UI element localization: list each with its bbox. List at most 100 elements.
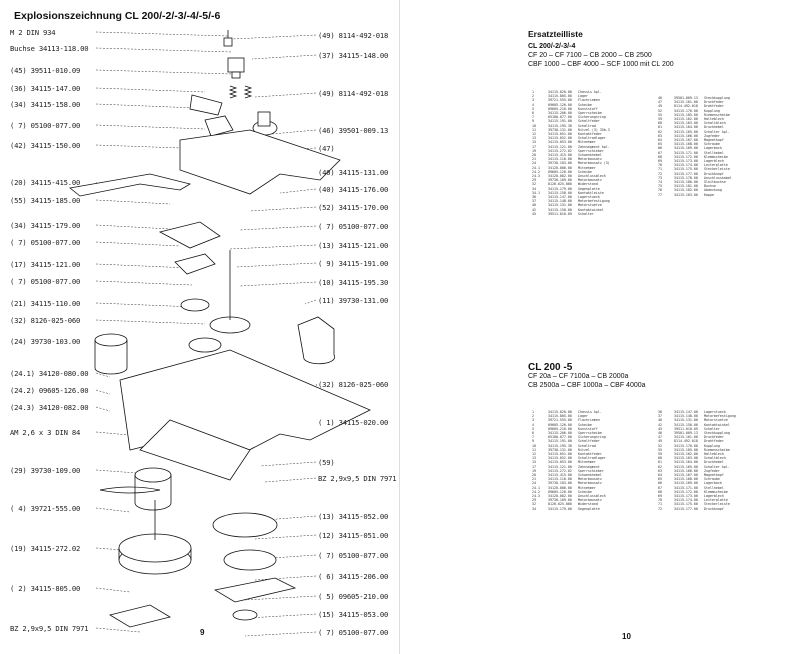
part-number: 34115-185.00 <box>674 447 698 452</box>
part-position: 6 <box>532 111 534 116</box>
part-description: Schalter kpl. <box>704 129 730 134</box>
part-description: Motorbausatz <box>578 477 602 482</box>
part-number: 34115-052.00 <box>548 136 572 141</box>
callout-left: ( 7) 05100-077.00 <box>10 238 81 247</box>
part-number: 34120-080.00 <box>548 165 572 170</box>
part-description: Motorstuetze <box>704 418 728 423</box>
part-number: 09605-126.00 <box>548 422 572 427</box>
part-number: 09605-126.00 <box>548 169 572 174</box>
part-position: 17 <box>532 464 536 469</box>
part-position: 67 <box>658 485 662 490</box>
part-description: Riemenscheibe <box>704 447 730 452</box>
part-description: Schaltfeder <box>578 119 600 124</box>
part-number: 34115-415.00 <box>548 473 572 478</box>
part-position: 6 <box>532 431 534 436</box>
part-position: 45 <box>658 426 662 431</box>
part-description: Klemmscheibe <box>704 154 728 159</box>
part-number: 34115-171.00 <box>674 485 698 490</box>
part-number: 39721-555.00 <box>548 98 572 103</box>
part-description: Kunststoff <box>578 106 598 111</box>
parts-list-page: Ersatzteilliste CL 200/-2/-3/-4 CF 20 – … <box>400 0 793 654</box>
leader-line <box>95 627 141 633</box>
part-description: Steckerleiste <box>704 502 730 507</box>
part-position: 59 <box>658 117 662 122</box>
part-description: Schaltradlager <box>578 456 606 461</box>
part-description: Lagerblech <box>704 159 724 164</box>
part-number: 34115-163.00 <box>674 121 698 126</box>
leader-line <box>95 372 111 378</box>
part-position: 45 <box>532 211 536 216</box>
part-position: 20 <box>532 153 536 158</box>
callout-left: (24) 39730-103.00 <box>10 337 81 346</box>
part-position: 72 <box>658 171 662 176</box>
part-number: 39511-010.09 <box>674 426 698 431</box>
part-position: 29 <box>532 178 536 183</box>
part-description: Schaltrad <box>578 443 596 448</box>
leader-line <box>251 54 317 60</box>
part-description: Leiterplatte <box>704 498 728 503</box>
part-description: Druckknopf <box>704 506 724 511</box>
part-number: 34115-179.00 <box>548 506 572 511</box>
leader-line <box>254 575 317 581</box>
part-description: Sperrschieber <box>578 148 604 153</box>
part-description: Schaltrad <box>578 123 596 128</box>
part-number: 34120-082.00 <box>548 494 572 499</box>
part-number: 39501-009.13 <box>674 431 698 436</box>
part-description: Steckerleiste <box>704 167 730 172</box>
part-position: 70 <box>658 498 662 503</box>
part-description: Lager <box>578 414 588 419</box>
part-description: Gleitbuchse <box>704 180 726 185</box>
part-description: Lagerbock <box>704 481 722 486</box>
part-description: Widerstand <box>578 502 598 507</box>
part-description: Widerstand <box>578 182 598 187</box>
part-position: 65 <box>658 142 662 147</box>
part-number: 34115-166.00 <box>674 133 698 138</box>
part-number: 34115-131.00 <box>674 418 698 423</box>
part-number: 34115-163.00 <box>674 456 698 461</box>
part-position: 21 <box>532 157 536 162</box>
part-number: 34115-195.30 <box>548 443 572 448</box>
section1-models-line1: CF 20 – CF 7100 – CB 2000 – CB 2500 <box>528 52 652 59</box>
part-number: 39730-109.00 <box>548 498 572 503</box>
part-number: 34115-172.00 <box>674 489 698 494</box>
part-position: 24 <box>532 481 536 486</box>
part-position: 24.1 <box>532 165 540 170</box>
part-description: Drahtfeder <box>704 104 724 109</box>
part-number: 34115-170.00 <box>674 108 698 113</box>
part-description: Kontaktleiste <box>578 190 604 195</box>
part-number: 34115-051.00 <box>548 452 572 457</box>
part-number: 34115-185.00 <box>674 112 698 117</box>
callout-right: ( 1) 34115-020.00 <box>318 418 389 427</box>
part-description: Druckknopf <box>704 171 724 176</box>
leader-line <box>304 299 317 305</box>
part-position: 72 <box>658 506 662 511</box>
part-number: 39730-103.00 <box>548 161 572 166</box>
part-description: Magnetkopf <box>704 138 724 143</box>
part-description: Druckfeder <box>704 100 724 105</box>
part-number: 34115-167.00 <box>674 473 698 478</box>
part-description: Scheibe <box>578 422 592 427</box>
